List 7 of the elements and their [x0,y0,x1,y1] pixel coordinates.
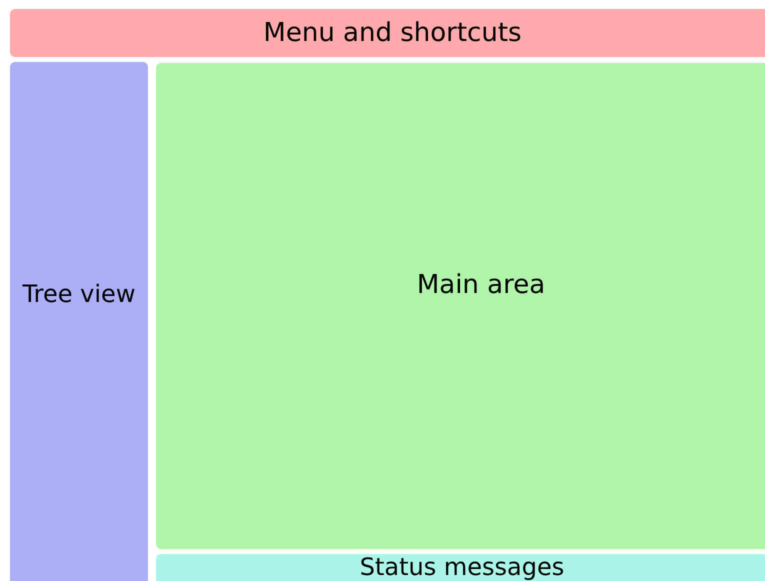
region-label: Main area [416,271,546,300]
panel-region [10,9,765,57]
region-label: Tree view [22,281,136,308]
panel-region [10,62,148,581]
panel-region [156,63,765,549]
region-label: Status messages [360,554,564,580]
region-label: Menu and shortcuts [263,18,522,48]
